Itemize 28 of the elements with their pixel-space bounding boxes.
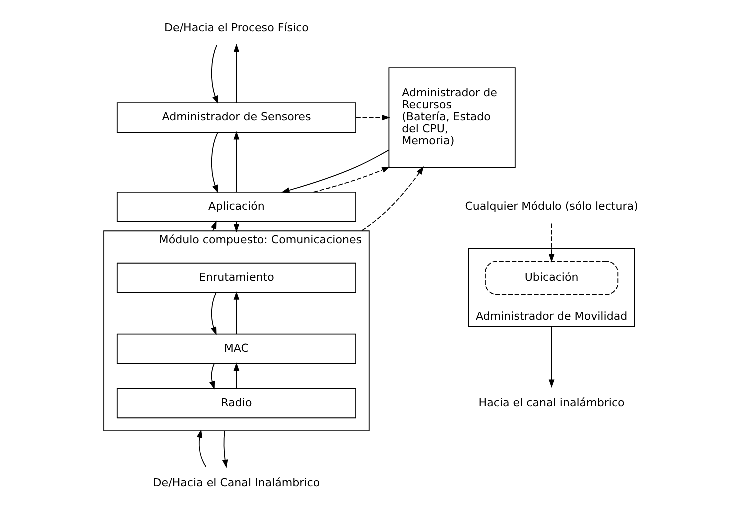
arrow [280, 150, 389, 194]
arrow [548, 326, 554, 388]
arrow [233, 44, 240, 104]
node-box: Aplicación [116, 192, 356, 222]
arrow [222, 430, 228, 468]
node-box: Radio [116, 388, 356, 419]
arrow [355, 114, 390, 121]
node-box: MAC [116, 334, 356, 364]
arrow [233, 362, 240, 389]
arrow [210, 292, 216, 336]
arrow [360, 166, 424, 232]
arrow [210, 220, 216, 232]
arrow [233, 131, 240, 193]
arrow [196, 430, 206, 468]
node-text: Hacia el canal inalámbrico [478, 396, 624, 410]
node-text: De/Hacia el Canal Inalámbrico [152, 476, 320, 490]
node-text: Cualquier Módulo (sólo lectura) [464, 200, 638, 214]
arrow [209, 364, 215, 390]
node-box: Enrutamiento [116, 262, 356, 294]
node-box: Ubicación [484, 261, 618, 296]
arrow [210, 44, 218, 104]
node-box: Administrador de Sensores [116, 102, 356, 133]
node-box: Administrador de Recursos (Batería, Estado del CPU, Memoria) [388, 68, 516, 168]
arrow [312, 166, 390, 193]
arrow [548, 223, 554, 263]
arrow [233, 292, 240, 335]
node-text: De/Hacia el Proceso Físico [164, 21, 308, 34]
arrow [210, 132, 218, 194]
